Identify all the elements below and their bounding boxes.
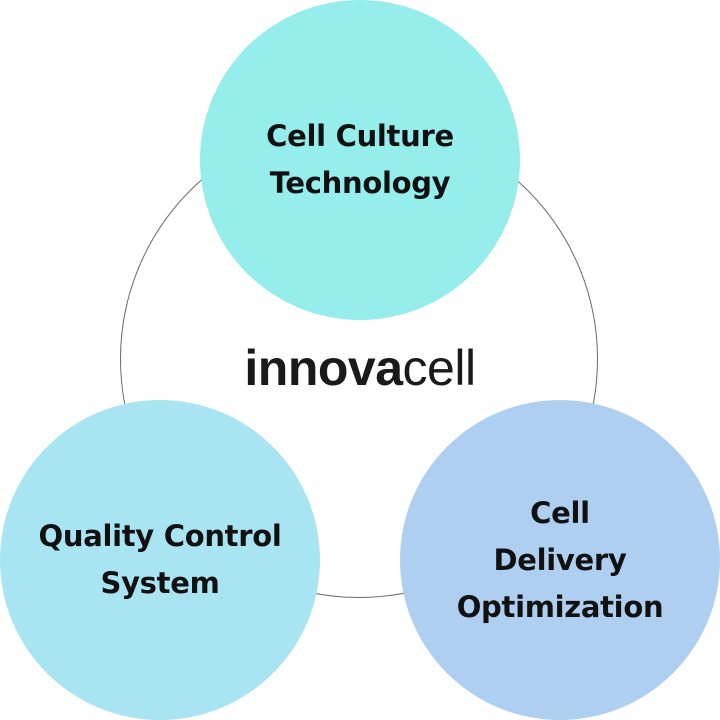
innovacell-logo: innovacell	[0, 338, 720, 398]
logo-regular-part: cell	[402, 340, 477, 396]
logo-bold-part: innova	[244, 340, 403, 396]
